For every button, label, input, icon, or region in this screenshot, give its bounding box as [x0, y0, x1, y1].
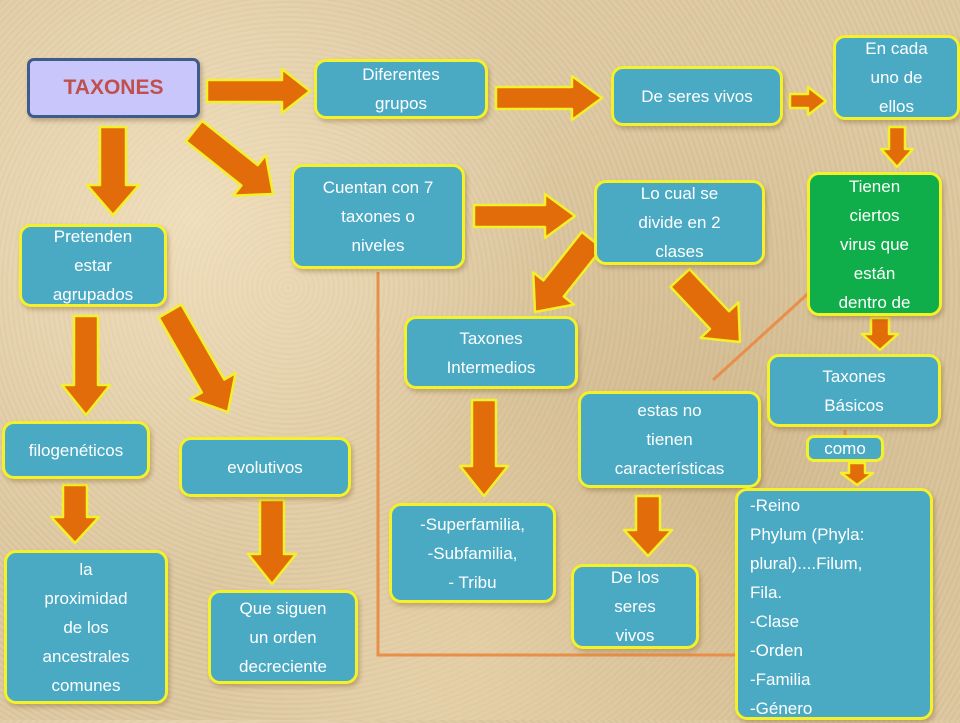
arrow-lo-cual-to-estas-no — [669, 267, 742, 344]
node-de-los-seres-vivos: De los seres vivos — [571, 564, 699, 649]
node-pretenden-estar: Pretenden estar agrupados — [19, 224, 167, 307]
arrow-taxones-to-cuentan — [184, 119, 275, 197]
arrow-como-to-reino — [839, 461, 875, 487]
arrow-estas-no-to-de-los-seres — [622, 494, 674, 558]
arrow-seres-vivos-to-en-cada — [788, 85, 828, 117]
taxones-title: TAXONES — [27, 58, 200, 118]
node-lo-cual-se-divide: Lo cual se divide en 2 clases — [594, 180, 765, 265]
node-superfamilia-list: -Superfamilia, -Subfamilia, - Tribu — [389, 503, 556, 603]
arrow-tienen-to-basicos — [860, 316, 900, 352]
node-la-proximidad: la proximidad de los ancestrales comunes — [4, 550, 168, 704]
arrow-en-cada-to-tienen — [879, 125, 915, 169]
arrow-cuentan-to-lo-cual — [472, 192, 577, 240]
node-filogeneticos: filogenéticos — [2, 421, 150, 479]
node-evolutivos: evolutivos — [179, 437, 351, 497]
node-como: como — [806, 435, 884, 462]
node-estas-no-tienen: estas no tienen características — [578, 391, 761, 488]
arrow-taxones-to-diferentes — [205, 67, 312, 115]
arrow-evolutivos-to-que-siguen — [246, 498, 298, 586]
arrow-intermedios-to-superfamilia — [458, 398, 510, 498]
node-taxones-intermedios: Taxones Intermedios — [404, 316, 578, 389]
node-taxones-basicos: Taxones Básicos — [767, 354, 941, 427]
node-que-siguen: Que siguen un orden decreciente — [208, 590, 358, 684]
node-en-cada-uno: En cada uno de ellos — [833, 35, 960, 120]
node-diferentes-grupos: Diferentes grupos — [314, 59, 488, 119]
connector-line-diagonal — [711, 288, 814, 382]
connector-line-left — [376, 272, 735, 657]
node-cuentan-con-7: Cuentan con 7 taxones o niveles — [291, 164, 465, 269]
arrow-lo-cual-to-intermedios — [531, 230, 604, 314]
arrow-taxones-to-pretenden — [85, 125, 141, 217]
arrow-filogeneticos-to-proximidad — [49, 483, 101, 545]
arrow-pretenden-to-filogeneticos — [60, 314, 112, 417]
arrow-pretenden-to-evolutivos — [157, 303, 237, 414]
node-de-seres-vivos: De seres vivos — [611, 66, 783, 126]
node-reino-list: -Reino Phylum (Phyla: plural)....Filum, … — [735, 488, 933, 720]
node-tienen-ciertos-virus: Tienen ciertos virus que están dentro de — [807, 172, 942, 316]
arrow-diferentes-to-seres-vivos — [494, 74, 604, 122]
